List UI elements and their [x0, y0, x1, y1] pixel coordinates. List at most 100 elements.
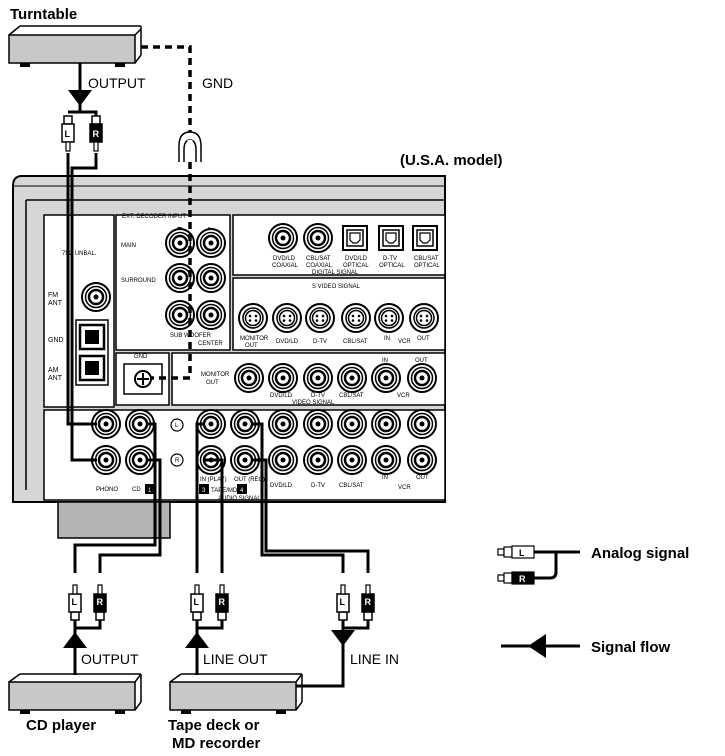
gnd-label: GND — [202, 75, 233, 91]
sv-vcr: VCR — [398, 339, 411, 345]
cbl-opt-2: OPTICAL — [414, 263, 440, 269]
audio-out: OUT — [416, 475, 429, 481]
signal-flow-arrow — [68, 90, 92, 106]
cbl-coax-1: CBL/SAT — [306, 256, 331, 262]
gnd-ant-label: GND — [48, 337, 64, 344]
audio-dtv: D-TV — [311, 483, 325, 489]
model-note: (U.S.A. model) — [400, 152, 503, 169]
dvd-coax-2: COAXIAL — [272, 263, 299, 269]
phono-label: PHONO — [96, 487, 118, 493]
tape-out-l-cable — [195, 422, 203, 573]
sv-monitor-1: MONITOR — [240, 336, 269, 342]
cd-player-label: CD player — [26, 717, 96, 734]
audio-r-letter: R — [175, 458, 180, 464]
turntable-r-cable — [70, 153, 98, 462]
tape-out-flow-arrow — [185, 632, 209, 648]
tape-in-flow-arrow — [331, 630, 355, 646]
sv-cbl: CBL/SAT — [343, 339, 368, 345]
out-rec-label: OUT (REC) — [234, 477, 265, 483]
dvd-opt-2: OPTICAL — [343, 263, 369, 269]
s-video-label: S VIDEO SIGNAL — [312, 284, 361, 290]
sv-in: IN — [384, 336, 390, 342]
audio-dvd: DVD/LD — [270, 483, 293, 489]
tape-in-plug-l: L — [340, 597, 346, 607]
cd-number: 1 — [148, 488, 152, 494]
monitor-out-2: OUT — [206, 380, 219, 386]
tape-out-plug-r: R — [219, 597, 226, 607]
cd-l-cable — [73, 422, 157, 573]
tape-deck-label-2: MD recorder — [172, 735, 261, 752]
tape-in-r-cable — [253, 458, 370, 573]
tape-number-3: 3 — [202, 488, 206, 494]
tape-deck-label-1: Tape deck or — [168, 717, 260, 734]
plug-letter-l: L — [65, 129, 71, 139]
center-label: CENTER — [198, 341, 223, 347]
plug-letter-r: R — [93, 129, 100, 139]
line-in-label: LINE IN — [350, 651, 399, 667]
dvd-opt-1: DVD/LD — [345, 256, 368, 262]
turntable-l-cable — [66, 153, 97, 426]
dvd-coax-1: DVD/LD — [273, 256, 296, 262]
am-ant-label-1: AM — [48, 367, 59, 374]
sv-out: OUT — [417, 336, 430, 342]
legend-analog-label: Analog signal — [591, 545, 689, 562]
surround-label: SURROUND — [121, 278, 156, 284]
turntable-output-label: OUTPUT — [88, 75, 146, 91]
legend-signal-flow — [501, 634, 580, 658]
cd-flow-arrow — [63, 632, 87, 648]
legend-plug-r: R — [519, 574, 526, 584]
video-dvd: DVD/LD — [270, 393, 293, 399]
tape-in-l-cable — [253, 422, 345, 573]
receiver-rear-panel: 75Ω UNBAL. FM ANT GND AM ANT EXT. DECODE… — [12, 175, 446, 539]
cd-plug-r: R — [97, 597, 104, 607]
legend-plug-l: L — [519, 548, 525, 558]
cd-player-device — [8, 673, 142, 714]
sv-dtv: D-TV — [313, 339, 327, 345]
sv-dvd: DVD/LD — [276, 339, 299, 345]
gnd-wire — [141, 45, 192, 135]
video-in: IN — [382, 358, 388, 364]
gnd-terminal-label: GND — [134, 354, 148, 360]
cd-output-label: OUTPUT — [81, 651, 139, 667]
cbl-opt-1: CBL/SAT — [414, 256, 439, 262]
tape-out-plug-l: L — [194, 597, 200, 607]
sv-monitor-2: OUT — [245, 343, 258, 349]
audio-cbl: CBL/SAT — [339, 483, 364, 489]
video-cbl: CBL/SAT — [339, 393, 364, 399]
unbal-label: 75Ω UNBAL. — [62, 251, 97, 257]
legend-analog-signal: L R — [497, 545, 580, 585]
audio-vcr: VCR — [398, 485, 411, 491]
audio-l-letter: L — [175, 423, 179, 429]
tape-in-plug-r: R — [365, 597, 372, 607]
cd-plug-l: L — [72, 597, 78, 607]
video-out: OUT — [415, 358, 428, 364]
audio-in: IN — [382, 475, 388, 481]
ext-decoder-label: EXT. DECODER INPUT — [122, 214, 186, 220]
tape-md-label: TAPE/MD — [211, 488, 238, 494]
fm-ant-label-1: FM — [48, 292, 58, 299]
video-dtv: D-TV — [311, 393, 325, 399]
fm-ant-label-2: ANT — [48, 300, 63, 307]
turntable-device — [8, 25, 142, 67]
cbl-coax-2: COAXIAL — [306, 263, 333, 269]
cd-r-cable — [98, 458, 162, 573]
dtv-opt-2: OPTICAL — [379, 263, 405, 269]
video-signal-label: VIDEO SIGNAL — [292, 400, 335, 406]
cd-label: CD — [132, 487, 141, 493]
video-vcr: VCR — [397, 393, 410, 399]
am-ant-label-2: ANT — [48, 375, 63, 382]
dtv-opt-1: D-TV — [383, 256, 397, 262]
tape-out-r-cable — [203, 458, 224, 573]
line-out-label: LINE OUT — [203, 651, 268, 667]
gnd-spade-lug — [178, 131, 202, 162]
main-label: MAIN — [121, 243, 136, 249]
digital-signal-label: DIGITAL SIGNAL — [312, 270, 359, 276]
in-play-label: IN (PLAY) — [200, 477, 227, 483]
turntable-label: Turntable — [10, 6, 77, 23]
tape-deck-device — [169, 673, 303, 714]
audio-signal-label: AUDIO SIGNAL — [218, 496, 261, 502]
monitor-out-1: MONITOR — [201, 372, 230, 378]
legend-flow-label: Signal flow — [591, 639, 671, 656]
tape-number-4: 4 — [240, 488, 244, 494]
